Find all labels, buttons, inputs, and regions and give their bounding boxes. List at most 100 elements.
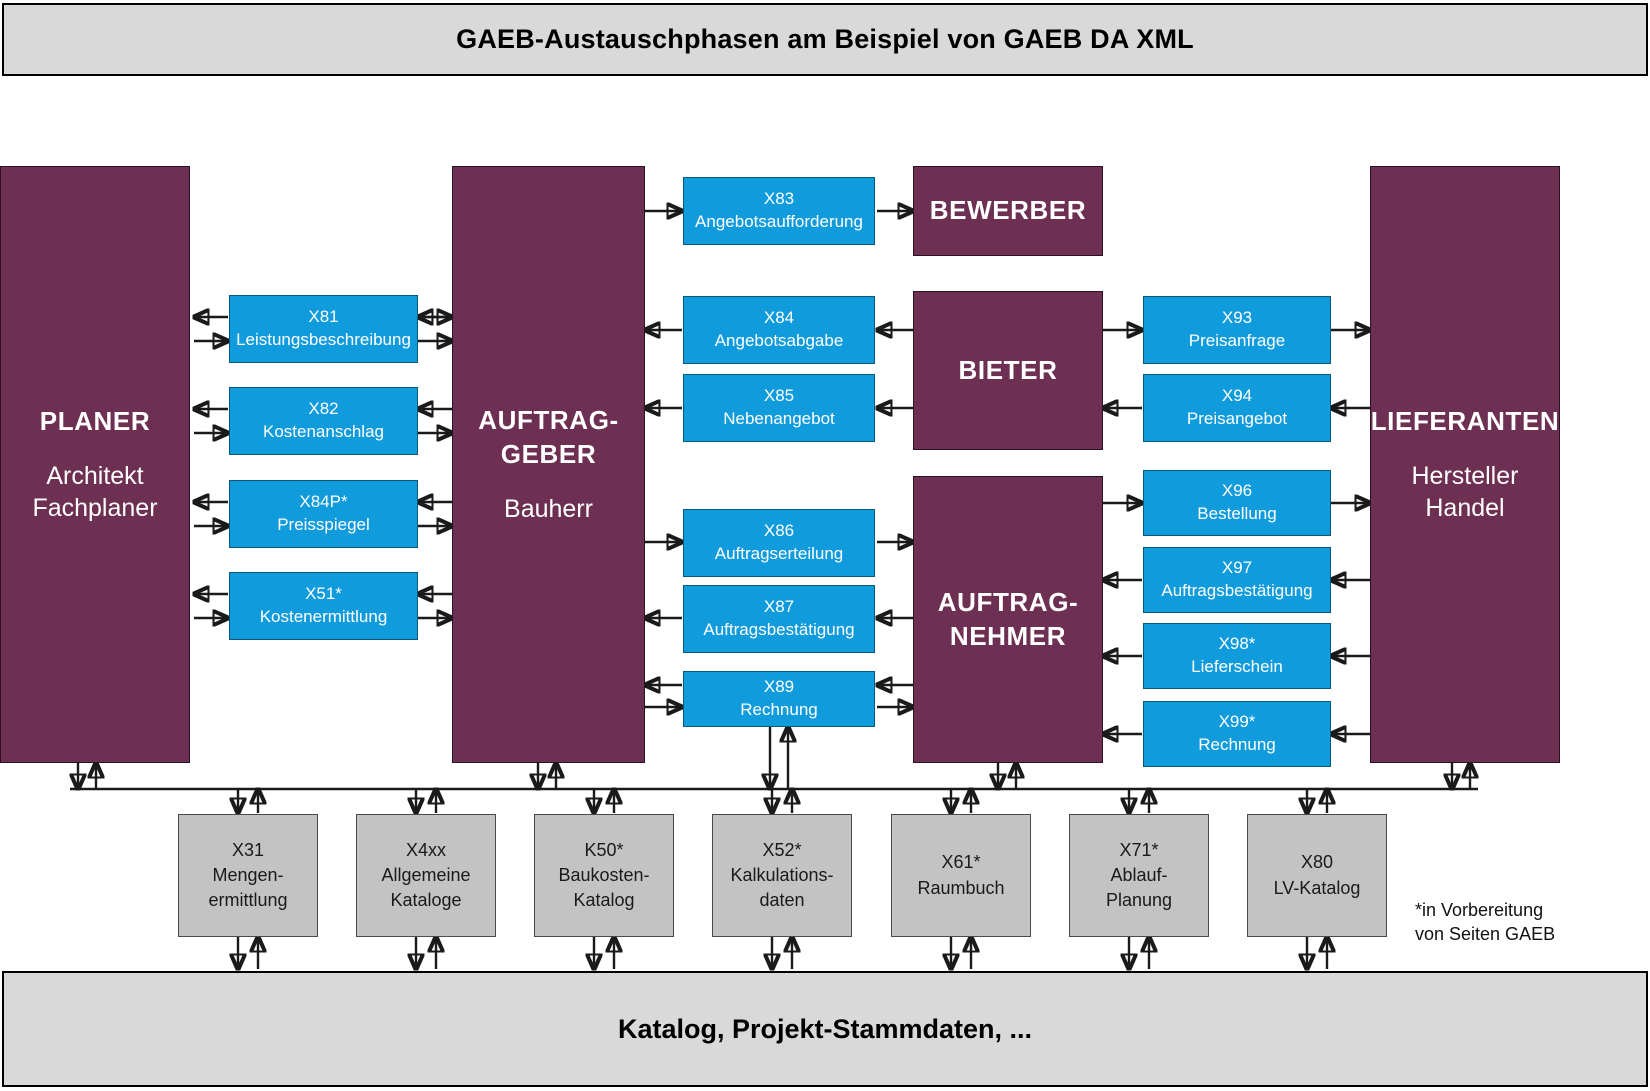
data-box-x71[interactable]: X71* Ablauf- Planung <box>1069 814 1209 937</box>
actor-bewerber-title: BEWERBER <box>929 195 1087 226</box>
message-x81-code: X81 <box>308 307 339 327</box>
data-box-x52-line-2: daten <box>759 890 805 911</box>
data-box-x61-line-1: Raumbuch <box>917 877 1005 898</box>
actor-lieferanten-sub-2: Handel <box>1425 494 1505 523</box>
message-x82-name: Kostenanschlag <box>263 422 384 441</box>
message-x86-code: X86 <box>763 521 795 541</box>
message-x98-code: X98* <box>1218 634 1256 654</box>
data-box-x52-line-1: Kalkulations- <box>730 864 834 885</box>
actor-lieferanten-sub-1: Hersteller <box>1411 462 1519 491</box>
message-x99-name: Rechnung <box>1198 735 1276 754</box>
message-x94-name: Preisangebot <box>1186 409 1288 428</box>
message-x89-code: X89 <box>763 677 795 697</box>
message-x96-code: X96 <box>1221 481 1253 501</box>
actor-auftragnehmer[interactable]: AUFTRAG- NEHMER <box>913 476 1103 763</box>
message-x96[interactable]: X96 Bestellung <box>1143 470 1331 536</box>
footer-bar-text: Katalog, Projekt-Stammdaten, ... <box>617 1013 1033 1044</box>
message-x83-code: X83 <box>763 189 795 209</box>
actor-bewerber[interactable]: BEWERBER <box>913 166 1103 256</box>
data-box-x31-line-1: Mengen- <box>212 864 284 885</box>
message-x51-code: X51* <box>305 584 342 604</box>
actor-auftraggeber-sub-1: Bauherr <box>504 494 593 523</box>
data-box-x52[interactable]: X52* Kalkulations- daten <box>712 814 852 937</box>
actor-auftraggeber-subtitle: Bauherr <box>504 493 593 525</box>
data-box-k50[interactable]: K50* Baukosten- Katalog <box>534 814 674 937</box>
actor-lieferanten[interactable]: LIEFERANTEN Hersteller Handel <box>1370 166 1560 763</box>
message-x87[interactable]: X87 Auftragsbestätigung <box>683 585 875 653</box>
data-box-k50-line-2: Katalog <box>573 890 635 911</box>
page-title: GAEB-Austauschphasen am Beispiel von GAE… <box>2 3 1648 76</box>
footnote: *in Vorbereitung von Seiten GAEB <box>1415 898 1640 947</box>
message-x97[interactable]: X97 Auftragsbestätigung <box>1143 547 1331 613</box>
footer-bar: Katalog, Projekt-Stammdaten, ... <box>2 971 1648 1087</box>
data-box-x52-code: X52* <box>762 839 802 860</box>
actor-auftragnehmer-title-2: NEHMER <box>949 620 1067 651</box>
data-box-x71-line-1: Ablauf- <box>1110 864 1168 885</box>
data-box-k50-code: K50* <box>584 839 624 860</box>
actor-planer-title: PLANER <box>39 405 151 436</box>
data-box-x80-line-1: LV-Katalog <box>1273 877 1361 898</box>
actor-auftragnehmer-title: AUFTRAG- NEHMER <box>938 586 1079 653</box>
actor-auftraggeber-title-2: GEBER <box>500 438 597 469</box>
message-x86-name: Auftragserteilung <box>714 544 844 563</box>
message-x87-name: Auftragsbestätigung <box>703 620 855 639</box>
message-x93-name: Preisanfrage <box>1188 331 1286 350</box>
message-x84-code: X84 <box>763 308 795 328</box>
actor-planer-subtitle: Architekt Fachplaner <box>32 460 157 524</box>
data-box-x4xx-line-2: Kataloge <box>390 890 462 911</box>
actor-planer-sub-1: Architekt <box>46 462 144 491</box>
message-x98-name: Lieferschein <box>1191 657 1283 676</box>
actor-planer[interactable]: PLANER Architekt Fachplaner <box>0 166 190 763</box>
page-title-text: GAEB-Austauschphasen am Beispiel von GAE… <box>456 24 1194 54</box>
message-x98[interactable]: X98* Lieferschein <box>1143 623 1331 689</box>
actor-planer-sub-2: Fachplaner <box>32 494 158 523</box>
message-x82-code: X82 <box>308 399 339 419</box>
actor-bieter-title: BIETER <box>958 354 1058 385</box>
data-box-x31-line-2: ermittlung <box>208 890 288 911</box>
message-x84-name: Angebotsabgabe <box>714 331 844 350</box>
message-x81-name: Leistungsbeschreibung <box>236 330 411 349</box>
data-box-x4xx[interactable]: X4xx Allgemeine Kataloge <box>356 814 496 937</box>
message-x89[interactable]: X89 Rechnung <box>683 671 875 727</box>
message-x94[interactable]: X94 Preisangebot <box>1143 374 1331 442</box>
footnote-line-2: von Seiten GAEB <box>1415 924 1556 945</box>
actor-lieferanten-subtitle: Hersteller Handel <box>1412 460 1519 524</box>
message-x84p-code: X84P* <box>299 492 348 512</box>
message-x97-code: X97 <box>1221 558 1253 578</box>
message-x99[interactable]: X99* Rechnung <box>1143 701 1331 767</box>
message-x99-code: X99* <box>1218 712 1256 732</box>
message-x84p[interactable]: X84P* Preisspiegel <box>229 480 418 548</box>
footnote-line-1: *in Vorbereitung <box>1415 900 1544 920</box>
message-x85-code: X85 <box>763 386 795 406</box>
message-x84[interactable]: X84 Angebotsabgabe <box>683 296 875 364</box>
actor-bieter[interactable]: BIETER <box>913 291 1103 450</box>
data-box-x80[interactable]: X80 LV-Katalog <box>1247 814 1387 937</box>
message-x93[interactable]: X93 Preisanfrage <box>1143 296 1331 364</box>
message-x96-name: Bestellung <box>1197 504 1277 523</box>
message-x81[interactable]: X81 Leistungsbeschreibung <box>229 295 418 363</box>
data-box-k50-line-1: Baukosten- <box>558 864 650 885</box>
message-x85-name: Nebenangebot <box>723 409 835 428</box>
data-box-x71-line-2: Planung <box>1105 890 1173 911</box>
actor-auftraggeber[interactable]: AUFTRAG- GEBER Bauherr <box>452 166 645 763</box>
message-x83[interactable]: X83 Angebotsaufforderung <box>683 177 875 245</box>
data-box-x31[interactable]: X31 Mengen- ermittlung <box>178 814 318 937</box>
message-x86[interactable]: X86 Auftragserteilung <box>683 509 875 577</box>
data-box-x31-code: X31 <box>231 839 265 860</box>
message-x84p-name: Preisspiegel <box>277 515 370 534</box>
message-x82[interactable]: X82 Kostenanschlag <box>229 387 418 455</box>
message-x93-code: X93 <box>1221 308 1253 328</box>
message-x97-name: Auftragsbestätigung <box>1161 581 1313 600</box>
message-x51[interactable]: X51* Kostenermittlung <box>229 572 418 640</box>
data-box-x61[interactable]: X61* Raumbuch <box>891 814 1031 937</box>
message-x87-code: X87 <box>763 597 795 617</box>
message-x94-code: X94 <box>1221 386 1253 406</box>
data-box-x4xx-line-1: Allgemeine <box>381 864 471 885</box>
actor-auftraggeber-title-1: AUFTRAG- <box>478 405 619 436</box>
message-x83-name: Angebotsaufforderung <box>695 212 863 231</box>
message-x85[interactable]: X85 Nebenangebot <box>683 374 875 442</box>
data-box-x4xx-code: X4xx <box>405 839 447 860</box>
data-box-x71-code: X71* <box>1119 839 1159 860</box>
message-x89-name: Rechnung <box>740 700 818 719</box>
